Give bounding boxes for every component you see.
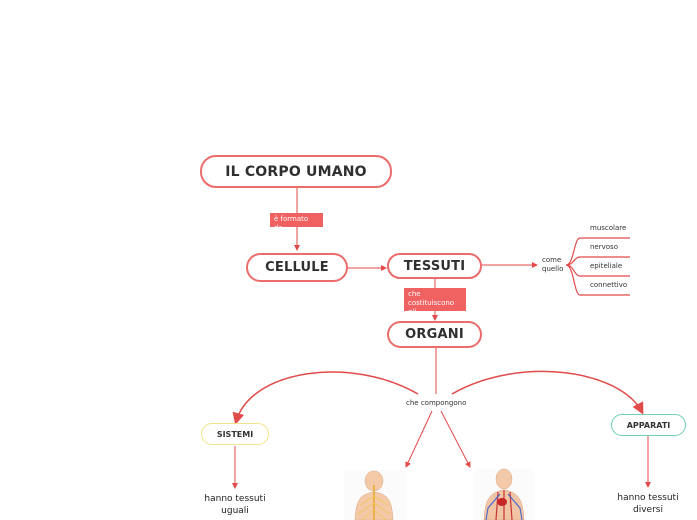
connector-compongono-image1 (405, 410, 433, 468)
connector-tissue-branches (565, 237, 630, 296)
node-organi[interactable]: ORGANI (387, 321, 482, 348)
desc-sistemi: hanno tessuti uguali (195, 493, 275, 517)
label-che-costituiscono-gli: che costituiscono gli (404, 288, 466, 316)
label-come-quello: come quello (542, 256, 563, 274)
label-che-compongono: che compongono (406, 399, 467, 407)
circulatory-system-figure (474, 468, 534, 520)
label-come-line1: come (542, 256, 562, 264)
node-cellule[interactable]: CELLULE (246, 253, 348, 282)
tissue-nervoso[interactable]: nervoso (590, 243, 618, 251)
tissue-muscolare[interactable]: muscolare (590, 224, 627, 232)
label-costituiscono-line1: che (408, 290, 421, 298)
connector-compongono-sistemi (232, 371, 419, 425)
node-sistemi[interactable]: SISTEMI (201, 423, 269, 445)
tissue-connettivo[interactable]: connettivo (590, 281, 628, 289)
desc-sistemi-line1: hanno tessuti (204, 494, 266, 504)
node-il-corpo-umano[interactable]: IL CORPO UMANO (200, 155, 392, 188)
node-tessuti[interactable]: TESSUTI (387, 253, 482, 279)
label-come-line2: quello (542, 265, 564, 273)
label-e-formato-da: è formato da (270, 213, 323, 232)
connector-compongono-apparati (451, 370, 644, 415)
desc-apparati: hanno tessuti diversi (607, 492, 689, 516)
tissue-epiteliale[interactable]: epiteliale (590, 262, 623, 270)
desc-sistemi-line2: uguali (221, 506, 249, 516)
nervous-system-figure (344, 470, 406, 520)
desc-apparati-line1: hanno tessuti (617, 493, 679, 503)
label-costituiscono-line2: costituiscono gli (408, 299, 455, 316)
desc-apparati-line2: diversi (633, 505, 663, 515)
node-apparati[interactable]: APPARATI (611, 414, 686, 436)
connector-compongono-image2 (440, 410, 471, 468)
